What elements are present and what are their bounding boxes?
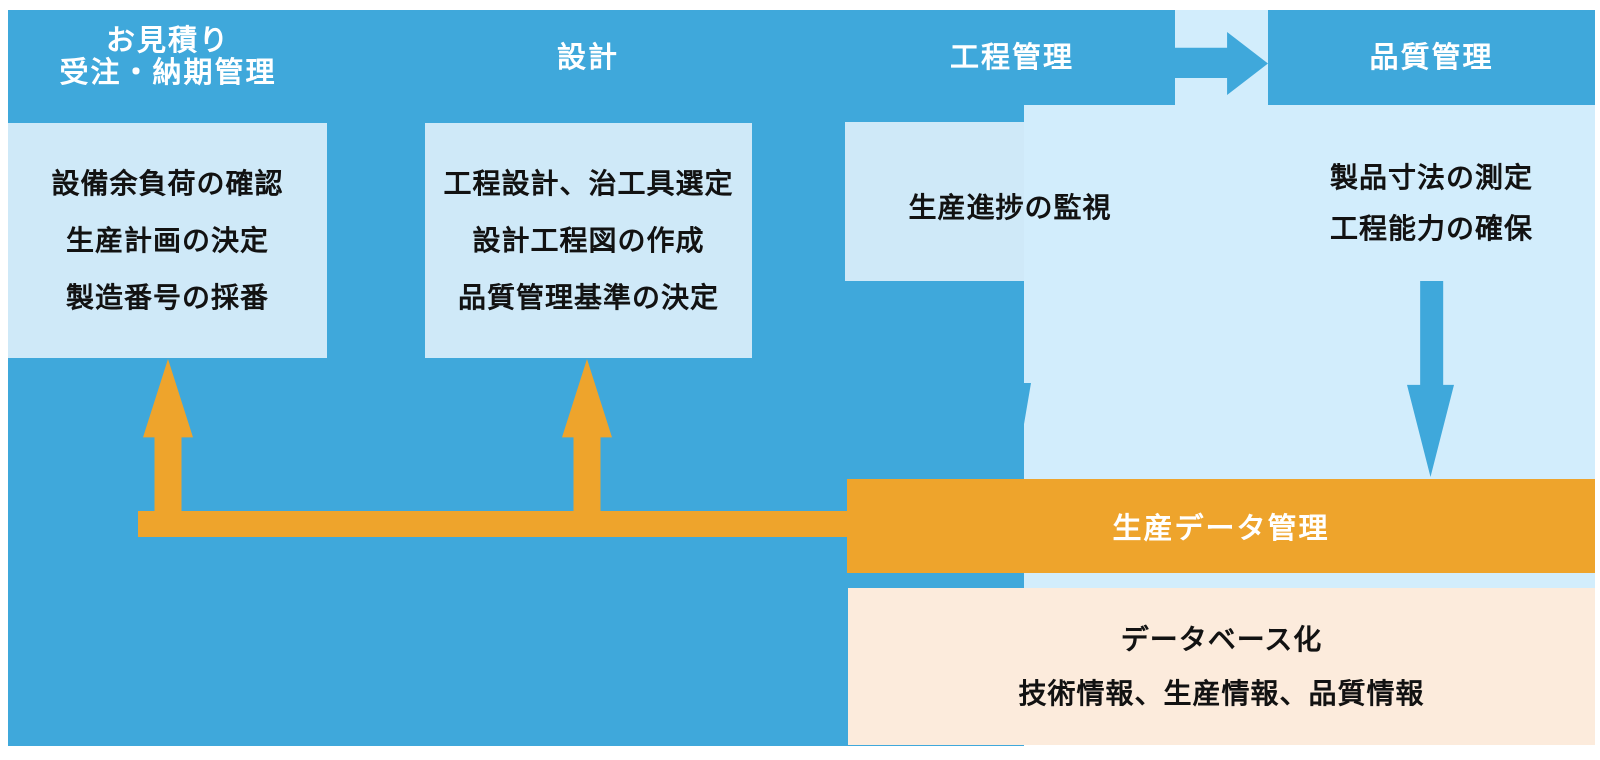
panel-quality: 製品寸法の測定 工程能力の確保 — [1268, 152, 1595, 254]
panel-order-item: 生産計画の決定 — [65, 225, 269, 256]
header-quote-line1: お見積り — [105, 25, 230, 57]
panel-design-item: 設計工程図の作成 — [472, 225, 705, 256]
header-quote-line2: 受注・納期管理 — [59, 57, 277, 89]
panel-design-item: 工程設計、治工具選定 — [443, 168, 734, 199]
panel-order: 設備余負荷の確認 生産計画の決定 製造番号の採番 — [8, 123, 327, 358]
panel-design: 工程設計、治工具選定 設計工程図の作成 品質管理基準の決定 — [425, 123, 752, 358]
header-process: 工程管理 — [949, 42, 1074, 74]
feedback-bar — [138, 511, 847, 537]
panel-design-item: 品質管理基準の決定 — [457, 282, 719, 313]
database-box: データベース化 技術情報、生産情報、品質情報 — [848, 588, 1595, 745]
header-quality-label: 品質管理 — [1369, 41, 1494, 74]
panel-process-item: 生産進捗の監視 — [908, 192, 1112, 223]
header-band-extension — [1024, 10, 1175, 105]
header-design: 設計 — [556, 42, 619, 74]
header-quality: 品質管理 — [1268, 10, 1595, 105]
data-band: 生産データ管理 — [847, 479, 1595, 573]
process-column-notch — [1023, 383, 1031, 430]
panel-order-item: 設備余負荷の確認 — [51, 168, 284, 199]
header-quote: お見積り 受注・納期管理 — [8, 25, 328, 89]
panel-quality-item: 工程能力の確保 — [1329, 213, 1533, 244]
data-band-label: 生産データ管理 — [1112, 513, 1330, 545]
database-title: データベース化 — [1120, 623, 1323, 655]
panel-order-item: 製造番号の採番 — [65, 282, 269, 313]
panel-process — [845, 122, 1024, 281]
panel-quality-item: 製品寸法の測定 — [1329, 162, 1533, 193]
database-detail: 技術情報、生産情報、品質情報 — [1018, 677, 1425, 709]
